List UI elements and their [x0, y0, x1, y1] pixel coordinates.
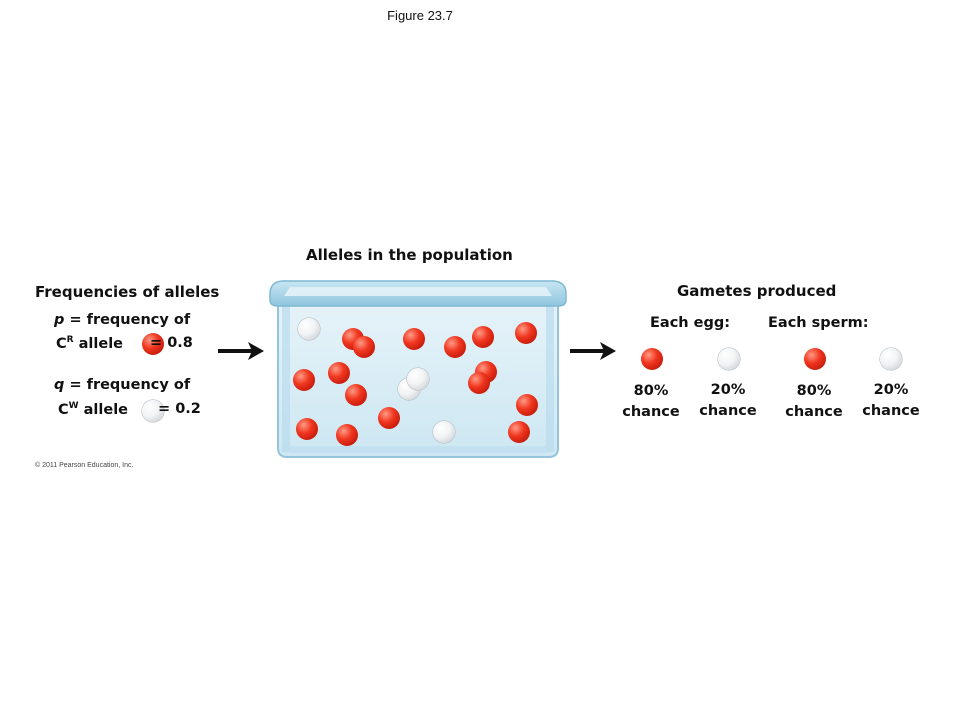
red-allele-ball: [378, 407, 400, 429]
cr-base: C: [56, 335, 67, 352]
red-allele-ball: [468, 372, 490, 394]
q-text: = frequency of: [64, 377, 191, 393]
chance-percent: 20%: [710, 382, 746, 398]
white-allele-ball: [433, 421, 455, 443]
chance-word: chance: [699, 403, 757, 419]
red-allele-ball: [345, 384, 367, 406]
cw-base: C: [58, 401, 69, 418]
red-allele-ball: [353, 336, 375, 358]
white-allele-ball: [298, 318, 320, 340]
p-symbol: p: [54, 312, 65, 328]
cr-sup: R: [66, 335, 74, 345]
egg-red-chance: 80% chance: [611, 381, 691, 423]
sperm-red-allele-icon: [804, 348, 826, 370]
red-allele-ball: [472, 326, 494, 348]
cw-allele-label: CW allele: [58, 401, 128, 418]
red-allele-ball: [293, 369, 315, 391]
cr-word: allele: [73, 335, 124, 352]
gametes-heading: Gametes produced: [677, 282, 837, 300]
chance-percent: 20%: [873, 382, 909, 398]
red-allele-ball: [328, 362, 350, 384]
cw-word: allele: [78, 401, 129, 418]
red-allele-ball: [516, 394, 538, 416]
sperm-white-allele-icon: [880, 348, 902, 370]
cr-allele-label: CR allele: [56, 335, 123, 352]
red-allele-ball: [508, 421, 530, 443]
white-allele-ball: [407, 368, 429, 390]
white-allele-icon: [142, 400, 164, 422]
each-sperm-label: Each sperm:: [768, 315, 869, 331]
chance-word: chance: [622, 404, 680, 420]
cw-sup: W: [68, 401, 79, 411]
red-allele-icon: [142, 333, 164, 355]
q-value: = 0.2: [158, 401, 201, 417]
sperm-red-chance: 80% chance: [774, 381, 854, 423]
egg-red-allele-icon: [641, 348, 663, 370]
population-heading: Alleles in the population: [306, 246, 513, 264]
red-allele-ball: [336, 424, 358, 446]
egg-white-chance: 20% chance: [688, 380, 768, 422]
each-egg-label: Each egg:: [650, 315, 731, 331]
egg-white-allele-icon: [718, 348, 740, 370]
figure-title: Figure 23.7: [387, 8, 453, 23]
chance-word: chance: [862, 403, 920, 419]
p-value: = 0.8: [150, 335, 193, 351]
q-symbol: q: [54, 377, 65, 393]
arrow-right-icon: [570, 342, 616, 360]
p-definition: p = frequency of: [54, 312, 190, 328]
q-definition: q = frequency of: [54, 377, 190, 393]
chance-percent: 80%: [633, 383, 669, 399]
arrow-right-icon: [218, 342, 264, 360]
copyright-notice: © 2011 Pearson Education, Inc.: [35, 462, 134, 469]
frequencies-heading: Frequencies of alleles: [35, 283, 220, 301]
red-allele-ball: [444, 336, 466, 358]
chance-word: chance: [785, 404, 843, 420]
sperm-white-chance: 20% chance: [851, 380, 931, 422]
red-allele-ball: [403, 328, 425, 350]
red-allele-ball: [296, 418, 318, 440]
red-allele-ball: [515, 322, 537, 344]
chance-percent: 80%: [796, 383, 832, 399]
p-text: = frequency of: [64, 312, 191, 328]
